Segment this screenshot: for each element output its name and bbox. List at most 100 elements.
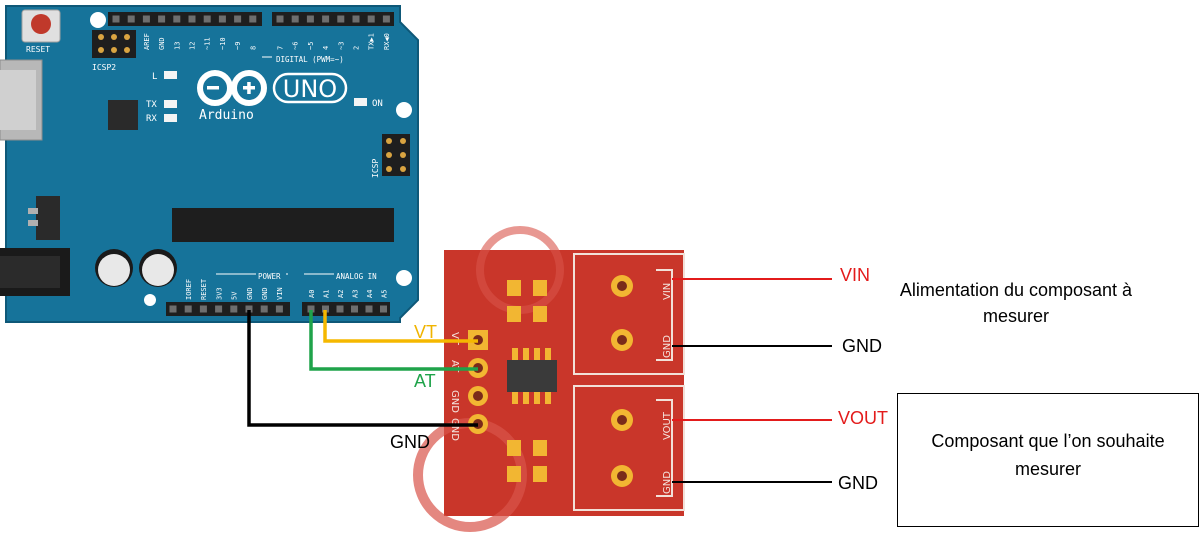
analog-pin-label: A1	[323, 290, 331, 298]
label-gnd-bottom: GND	[838, 473, 878, 493]
digital-pin-hole	[291, 15, 299, 23]
board-pcb	[5, 5, 419, 323]
digital-pin-label: ~5	[307, 42, 315, 50]
digital-pin-label: 12	[189, 42, 197, 50]
digital-pin-hole	[337, 15, 345, 23]
digital-pin-hole	[173, 15, 181, 23]
label-gnd-arduino: GND	[390, 432, 430, 452]
digital-pin-label: 13	[173, 42, 181, 50]
mounting-hole	[90, 12, 106, 28]
reset-button[interactable]	[21, 9, 61, 43]
led-l	[164, 71, 177, 79]
digital-pin-hole	[218, 15, 226, 23]
power-pin-label: GND	[261, 287, 269, 300]
icsp-header	[382, 134, 410, 176]
wire-at	[309, 310, 478, 371]
power-header	[166, 302, 290, 316]
power-pin-label: RESET	[200, 278, 208, 300]
digital-pin-label: ~10	[219, 37, 227, 50]
analog-pin-hole	[322, 305, 329, 313]
model-label: UNO	[283, 75, 337, 103]
component-box	[897, 393, 1199, 527]
led-l-label: L	[152, 72, 157, 82]
power-pin-label: 5V	[231, 291, 239, 300]
digital-pin-label: 4	[322, 46, 330, 50]
digital-pin-holes	[112, 15, 390, 23]
wire-vt	[323, 310, 478, 343]
label-vt: VT	[414, 322, 438, 342]
label-gnd-top: GND	[842, 336, 882, 356]
led-rx	[164, 114, 177, 122]
capacitor	[139, 249, 177, 287]
digital-pin-hole	[352, 15, 360, 23]
digital-pin-hole	[367, 15, 375, 23]
power-pin-label: IOREF	[185, 279, 193, 300]
analog-pin-hole	[351, 305, 358, 313]
analog-pin-hole	[336, 305, 344, 313]
reset-label: RESET	[26, 45, 50, 54]
power-pin-label: VIN	[276, 287, 284, 300]
smd-pads-top	[507, 280, 547, 322]
module-pcb	[444, 250, 684, 516]
power-pin-hole	[275, 305, 283, 313]
power-pin-hole	[260, 305, 268, 313]
wire-gnd-arduino	[247, 310, 478, 427]
label-at: AT	[414, 371, 436, 391]
analog-pin-label: A5	[381, 290, 389, 298]
digital-pin-hole	[276, 15, 284, 23]
digital-pin-label: ~9	[234, 42, 242, 50]
led-on-label: ON	[372, 99, 383, 109]
digital-pin-hole	[112, 15, 120, 23]
note-alimentation: Alimentation du composant à mesurer	[899, 280, 1133, 326]
mounting-hole	[144, 294, 156, 306]
terminal-block-top	[573, 253, 685, 375]
led-tx	[164, 100, 177, 108]
power-header-label: POWER	[258, 272, 281, 281]
digital-pin-label: AREF	[143, 33, 151, 50]
terminal-label: GND	[662, 335, 673, 358]
digital-pin-hole	[249, 15, 257, 23]
power-pin-hole	[245, 305, 253, 313]
analog-pin-label: A2	[337, 290, 345, 298]
digital-pin-hole	[127, 15, 135, 23]
label-vout: VOUT	[838, 408, 889, 428]
digital-pin-label: ~6	[292, 42, 300, 50]
smd-pads-bottom	[507, 440, 547, 482]
module-pin-label: GND	[449, 418, 460, 441]
mounting-hole	[396, 270, 412, 286]
analog-header	[302, 302, 390, 316]
module-pin-label: GND	[449, 390, 460, 413]
dc-jack-inner	[0, 256, 60, 288]
power-pin-hole	[230, 305, 238, 313]
usb-chip	[108, 100, 138, 130]
analog-pin-hole	[307, 305, 315, 313]
led-tx-label: TX	[146, 100, 157, 110]
module-pin-label: VT	[449, 332, 460, 346]
microcontroller-chip	[172, 208, 394, 242]
note-composant: Composant que l’on souhaite mesurer	[931, 431, 1165, 479]
digital-pin-label: TX▶1	[368, 33, 376, 50]
sensor-chip	[507, 348, 557, 404]
uno-badge	[272, 72, 348, 104]
digital-pin-hole	[382, 15, 390, 23]
brand-label: Arduino	[199, 108, 254, 123]
capacitor	[95, 249, 133, 287]
icsp-label: ICSP	[371, 159, 380, 178]
usb-connector-inner	[0, 70, 36, 130]
analog-pin-holes	[307, 305, 387, 313]
digital-pin-hole	[306, 15, 314, 23]
power-pin-label: 3V3	[215, 287, 223, 300]
analog-pin-hole	[380, 305, 387, 313]
digital-pin-hole	[158, 15, 166, 23]
icsp2-header	[92, 30, 136, 58]
power-pin-hole	[184, 305, 192, 313]
power-pin-hole	[169, 305, 177, 313]
digital-pin-label: ~3	[337, 42, 345, 50]
terminal-label: VOUT	[662, 411, 673, 440]
analog-pin-label: A4	[366, 290, 374, 298]
